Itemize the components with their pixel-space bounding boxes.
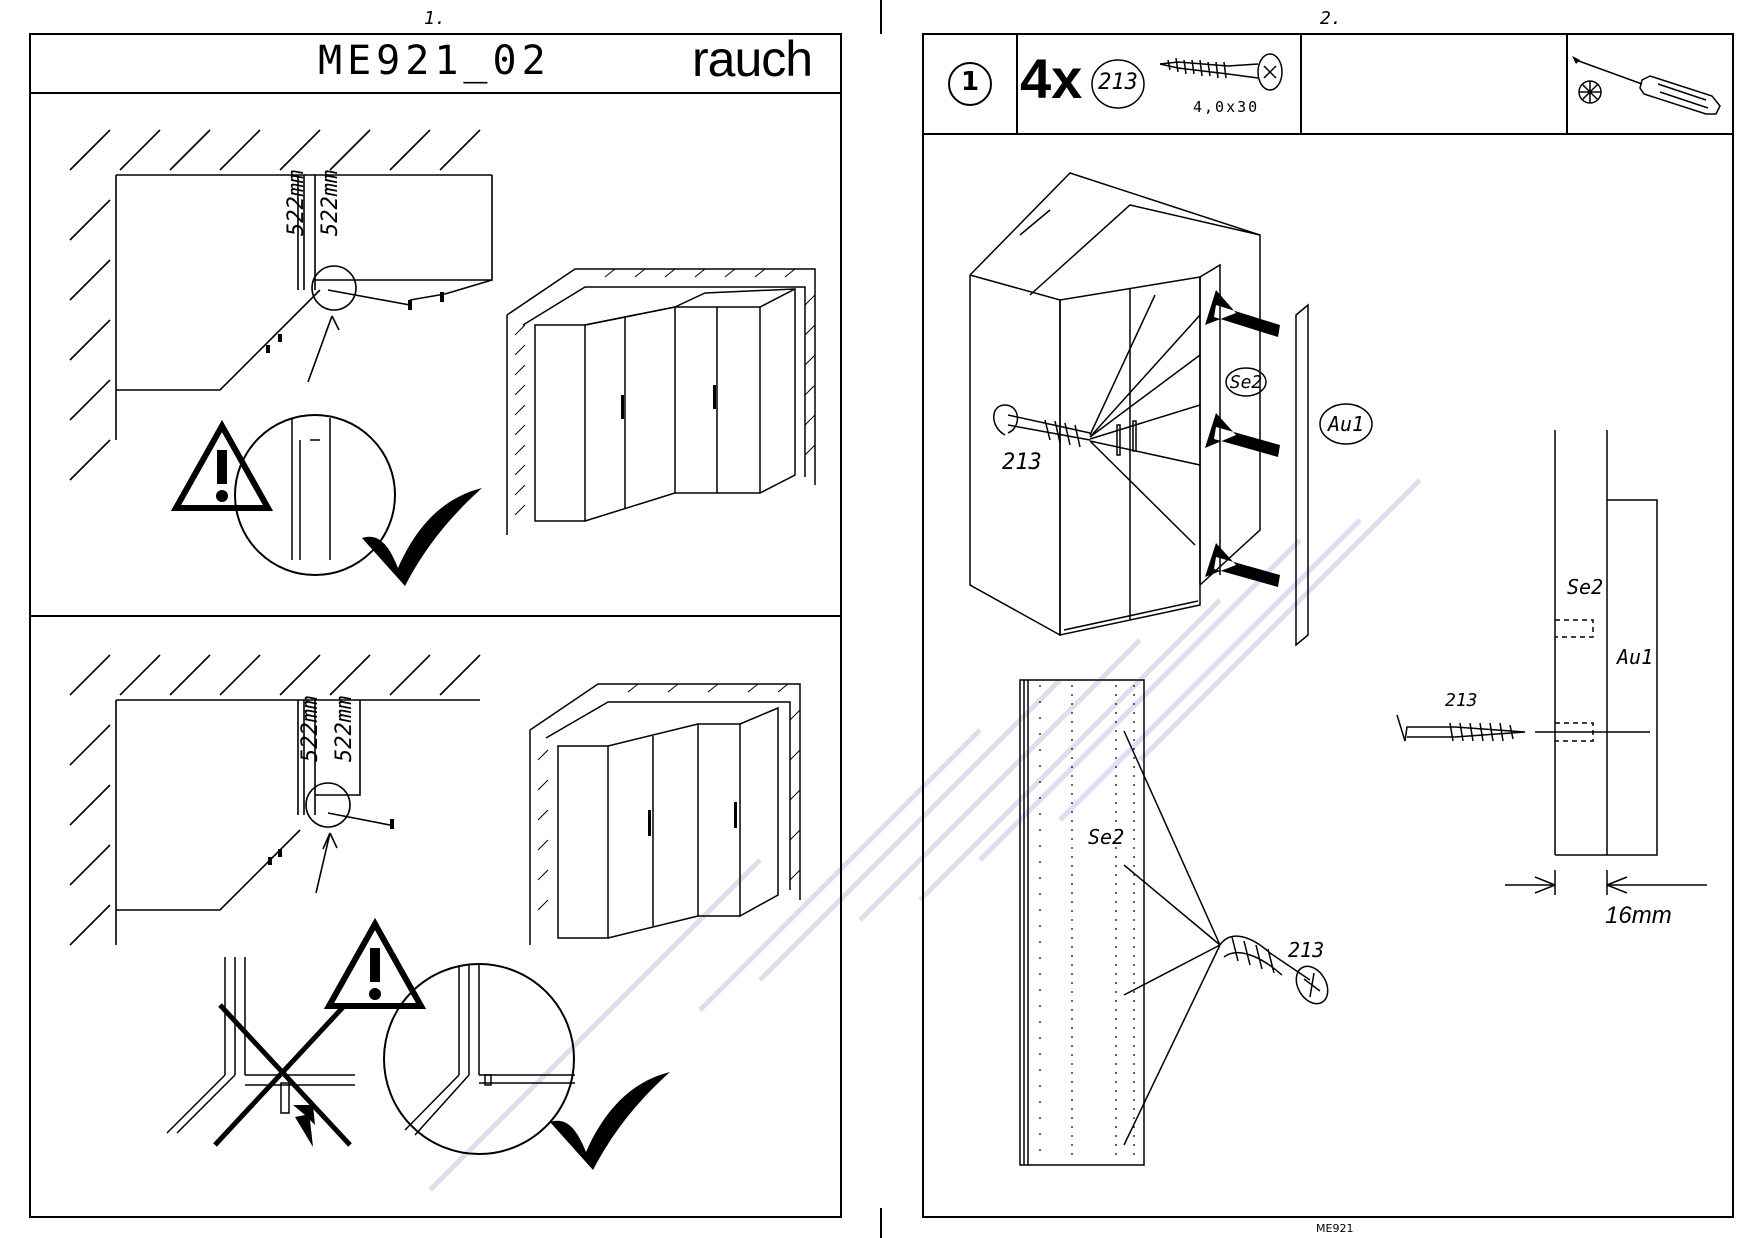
au1-bubble — [1319, 403, 1373, 445]
right-page-frame — [922, 33, 1734, 1218]
brand-logo: rauch — [692, 31, 813, 87]
left-header-divider — [29, 92, 842, 94]
warning-icon-bottom — [323, 917, 427, 1009]
cabinet-assembly-illustration — [969, 172, 1309, 647]
thickness-label: 16mm — [1605, 902, 1672, 929]
floor-plan-bottom-panel — [69, 654, 481, 946]
detail-circle-ok — [234, 414, 396, 576]
page-separator-bottom — [880, 1208, 882, 1238]
screw-panel-label: 213 — [1288, 938, 1325, 962]
step-number: 1 — [960, 67, 980, 97]
footer-code: ME921 — [1316, 1222, 1354, 1235]
header-cell-divider-1 — [1016, 33, 1018, 134]
model-code: ME921_02 — [318, 38, 551, 84]
au1-label: Au1 — [1327, 412, 1365, 436]
header-cell-divider-3 — [1566, 33, 1568, 134]
se2-panel-label: Se2 — [1088, 825, 1125, 849]
section-detail — [1396, 430, 1707, 895]
detail-circle-ok-bottom — [383, 963, 575, 1155]
au1-detail-label: Au1 — [1617, 645, 1654, 669]
dimension-label-2a: 522mm — [298, 695, 323, 762]
floor-plan-top-panel — [69, 129, 493, 481]
wrong-detail-crossed — [166, 957, 355, 1147]
left-page-frame — [29, 33, 842, 1218]
page-number-left: 1. — [424, 8, 446, 29]
checkmark-icon — [362, 488, 482, 586]
checkmark-icon-bottom — [550, 1072, 670, 1170]
step-number-circle — [948, 62, 992, 106]
dimension-label-1b: 522mm — [318, 169, 343, 236]
left-panel-divider — [29, 615, 842, 617]
dimension-label-2b: 522mm — [332, 695, 357, 762]
wardrobe-illustration-top — [506, 268, 816, 535]
page-number-right: 2. — [1320, 8, 1342, 29]
page-separator-top — [880, 0, 882, 34]
se2-bubble — [1225, 367, 1267, 397]
screw-detail-label: 213 — [1445, 690, 1478, 711]
screw-icon-header — [1159, 53, 1283, 91]
se2-cabinet-label: Se2 — [1229, 372, 1263, 393]
header-cell-divider-2 — [1300, 33, 1302, 134]
se2-detail-label: Se2 — [1567, 575, 1604, 599]
part-number-circle — [1091, 59, 1145, 109]
part-number: 213 — [1098, 70, 1138, 95]
quantity-label: 4x — [1020, 47, 1083, 110]
screw-cabinet-label: 213 — [1002, 450, 1042, 475]
dimension-label-1a: 522mm — [284, 169, 309, 236]
wardrobe-illustration-bottom — [529, 683, 801, 945]
warning-icon — [170, 419, 274, 511]
right-header-divider — [922, 133, 1734, 135]
screw-size: 4,0x30 — [1193, 98, 1260, 116]
screwdriver-icon — [1572, 56, 1721, 115]
side-panel-se2 — [1019, 679, 1329, 1166]
